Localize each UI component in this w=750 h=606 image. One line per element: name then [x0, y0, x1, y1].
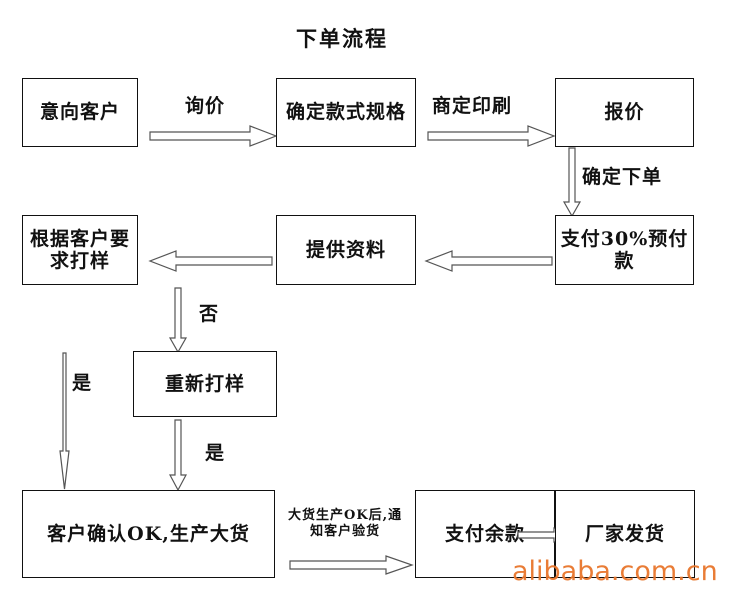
edge-label-line-2: 知客户验货: [310, 524, 381, 540]
page-title: 下单流程: [296, 26, 388, 51]
edge-label-line-1: 大货生产OK后,通: [288, 508, 403, 523]
edge-label-inquiry: 询价: [185, 95, 226, 117]
node-remake-sample[interactable]: 重新打样: [133, 351, 277, 417]
edge-label-no: 否: [199, 303, 220, 325]
arrow-left-provide-materials: [424, 250, 553, 272]
arrow-down-yes-left: [59, 352, 70, 490]
edge-label-yes-left: 是: [72, 372, 93, 394]
arrow-right-notify-inspection: [289, 555, 414, 575]
node-factory-shipment[interactable]: 厂家发货: [555, 490, 695, 578]
arrow-right-printing: [427, 125, 556, 147]
arrow-down-yes-remake: [169, 419, 187, 492]
edge-label-yes-remake: 是: [205, 442, 226, 464]
node-intent-customer[interactable]: 意向客户: [22, 78, 138, 147]
arrow-left-make-sample: [148, 250, 273, 272]
arrow-down-confirm-order: [562, 147, 582, 218]
node-pay-30-deposit[interactable]: 支付30%预付款: [555, 215, 694, 285]
alibaba-watermark: alibaba.com.cn: [512, 556, 718, 587]
node-make-sample-per-request[interactable]: 根据客户要求打样: [22, 215, 138, 285]
edge-label-mass-production-done: 大货生产OK后,通 知客户验货: [288, 508, 402, 541]
arrow-down-no-branch: [168, 287, 188, 354]
node-confirm-style-spec[interactable]: 确定款式规格: [276, 78, 416, 147]
edge-label-confirm-order: 确定下单: [582, 166, 663, 188]
node-customer-confirm-ok-mass-production[interactable]: 客户确认OK,生产大货: [22, 490, 275, 578]
edge-label-printing-agreement: 商定印刷: [432, 95, 513, 117]
node-provide-materials[interactable]: 提供资料: [276, 215, 416, 285]
arrow-right-inquiry: [149, 125, 278, 147]
node-quotation[interactable]: 报价: [555, 78, 694, 147]
